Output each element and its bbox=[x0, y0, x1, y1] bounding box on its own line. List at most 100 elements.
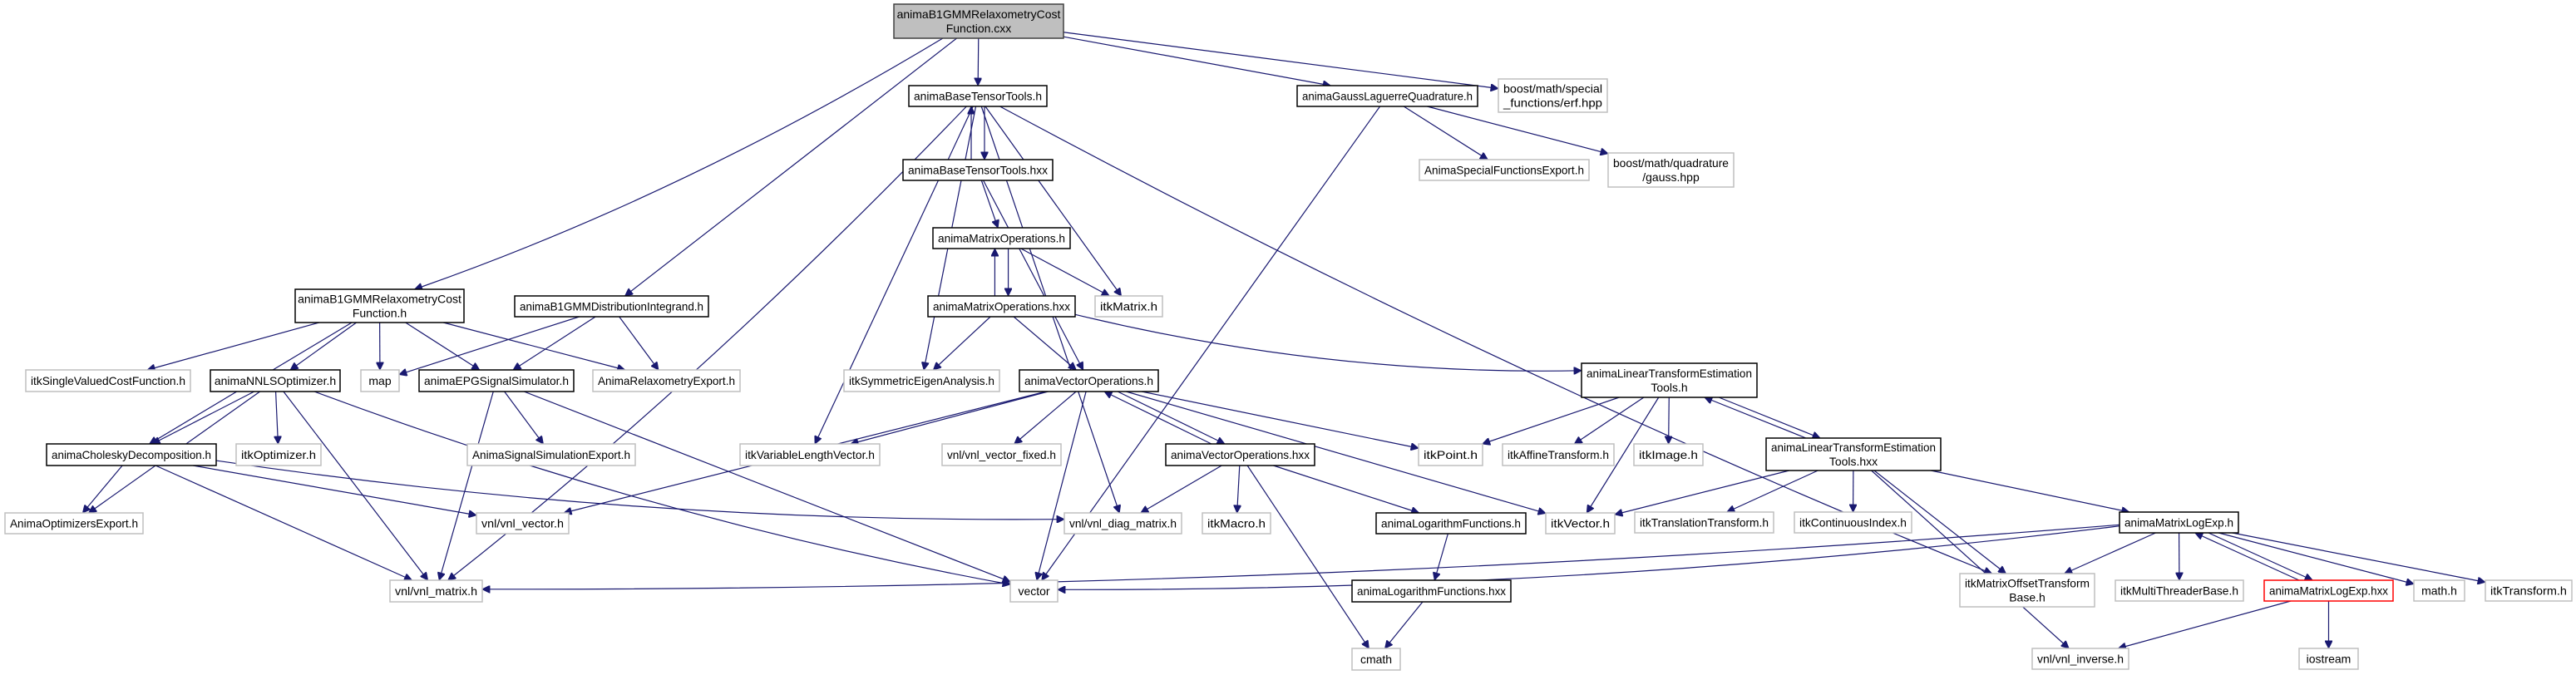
edge-epg-to-vector bbox=[524, 391, 1010, 582]
node-box bbox=[2119, 511, 2239, 534]
node-box bbox=[1165, 443, 1315, 466]
edge-root-to-costh bbox=[415, 37, 944, 289]
node-label: AnimaRelaxometryExport.h bbox=[598, 374, 735, 387]
edge-lteхxx-to-itkvector bbox=[1615, 470, 1789, 515]
node-label: animaEPGSignalSimulator.h bbox=[424, 374, 569, 387]
node-label: animaBaseTensorTools.hxx bbox=[908, 164, 1048, 177]
node-vnl-vnl-vector-fixed-h: vnl/vnl_vector_fixed.h bbox=[941, 443, 1062, 466]
node-vector: vector bbox=[1009, 579, 1059, 603]
edge-epg-to-sigsimexp bbox=[504, 391, 544, 444]
node-itkmatrix-h: itkMatrix.h bbox=[1094, 295, 1163, 318]
node-animamatrixoperations-h[interactable]: animaMatrixOperations.h bbox=[932, 227, 1071, 249]
node-label: vnl/vnl_inverse.h bbox=[2037, 653, 2124, 666]
node-box bbox=[2485, 579, 2573, 602]
node-label: Function.h bbox=[353, 307, 407, 320]
node-label: _functions/erf.hpp bbox=[1503, 96, 1602, 110]
node-box bbox=[2298, 648, 2359, 670]
node-box bbox=[4, 512, 144, 535]
edge-costh-to-epg bbox=[405, 322, 480, 370]
node-box bbox=[418, 369, 575, 392]
node-box bbox=[1202, 512, 1271, 535]
node-label: itkImage.h bbox=[1639, 448, 1698, 461]
node-layer: animaB1GMMRelaxometryCostFunction.cxxani… bbox=[4, 3, 2573, 671]
edge-root-to-btt bbox=[978, 37, 979, 86]
node-label: Tools.h bbox=[1651, 381, 1687, 394]
node-label: itkTransform.h bbox=[2490, 584, 2567, 598]
node-animab1gmmdistributionintegrand-h[interactable]: animaB1GMMDistributionIntegrand.h bbox=[514, 295, 709, 318]
edge-epg-to-vnlmatrix bbox=[439, 391, 494, 580]
edge-lte-to-itkpoint bbox=[1483, 397, 1620, 444]
edge-vecopshxx-to-vnldiag bbox=[1141, 465, 1222, 514]
node-label: animaBaseTensorTools.h bbox=[914, 90, 1042, 103]
node-box bbox=[389, 579, 483, 603]
edge-cholesky-to-optexp bbox=[82, 465, 123, 513]
node-label: boost/math/quadrature bbox=[1613, 156, 1729, 170]
edge-mlehxx-to-vnlinv bbox=[2119, 600, 2292, 648]
node-itkpoint-h: itkPoint.h bbox=[1418, 443, 1483, 466]
node-box bbox=[893, 3, 1064, 39]
node-box bbox=[932, 227, 1071, 249]
node-label: animaLinearTransformEstimation bbox=[1771, 441, 1936, 454]
node-box bbox=[1419, 159, 1590, 181]
edge-root-to-erf bbox=[1063, 32, 1498, 89]
node-vnl-vnl-inverse-h: vnl/vnl_inverse.h bbox=[2031, 648, 2129, 670]
node-animacholeskydecomposition-h[interactable]: animaCholeskyDecomposition.h bbox=[46, 443, 217, 466]
node-animannlsoptimizer-h[interactable]: animaNNLSOptimizer.h bbox=[210, 369, 341, 392]
node-label: animaLinearTransformEstimation bbox=[1587, 367, 1752, 380]
node-animaspecialfunctionsexport-h: AnimaSpecialFunctionsExport.h bbox=[1419, 159, 1590, 181]
node-label: vnl/vnl_vector.h bbox=[481, 517, 564, 530]
node-label: animaMatrixOperations.h bbox=[938, 232, 1065, 245]
node-boost-math-special-functions-erf-hpp: boost/math/special_functions/erf.hpp bbox=[1498, 78, 1608, 113]
node-label: animaB1GMMRelaxometryCost bbox=[897, 7, 1061, 21]
node-box bbox=[927, 295, 1076, 318]
node-animabasetensortools-h[interactable]: animaBaseTensorTools.h bbox=[908, 85, 1048, 107]
node-animalogarithmfunctions-hxx[interactable]: animaLogarithmFunctions.hxx bbox=[1351, 579, 1512, 603]
edge-btthxx-to-matops bbox=[980, 180, 998, 228]
node-label: boost/math/special bbox=[1503, 82, 1602, 96]
edge-lte-to-itkaffine bbox=[1574, 397, 1645, 444]
node-animamatrixlogexp-hxx[interactable]: animaMatrixLogExp.hxx bbox=[2263, 579, 2394, 602]
node-animavectoroperations-hxx[interactable]: animaVectorOperations.hxx bbox=[1165, 443, 1315, 466]
edge-costh-to-itksvcf bbox=[147, 322, 320, 370]
node-itkoptimizer-h: itkOptimizer.h bbox=[235, 443, 322, 466]
node-label: vnl/vnl_diag_matrix.h bbox=[1069, 517, 1177, 530]
node-label: map bbox=[368, 374, 391, 387]
edge-root-to-distint bbox=[625, 37, 957, 296]
node-animabasetensortools-hxx[interactable]: animaBaseTensorTools.hxx bbox=[902, 159, 1054, 181]
edge-btt-to-itkmatrix bbox=[985, 106, 1122, 296]
node-box bbox=[1765, 437, 1942, 471]
edge-nnls-to-itkopt bbox=[276, 391, 279, 444]
node-box bbox=[1794, 511, 1912, 534]
node-animavectoroperations-h[interactable]: animaVectorOperations.h bbox=[1019, 369, 1159, 392]
node-boost-math-quadrature-gauss-hpp: boost/math/quadrature/gauss.hpp bbox=[1607, 152, 1735, 188]
node-animamatrixoperations-hxx[interactable]: animaMatrixOperations.hxx bbox=[927, 295, 1076, 318]
edge-vecopshxx-to-vecops bbox=[1104, 392, 1212, 445]
edge-distint-to-relaxexp bbox=[619, 316, 659, 370]
edge-lte-to-itkimage bbox=[1669, 397, 1670, 444]
node-cmath: cmath bbox=[1351, 648, 1401, 671]
node-box bbox=[476, 512, 570, 535]
node-math-h: math.h bbox=[2413, 579, 2465, 602]
node-itkmacro-h: itkMacro.h bbox=[1202, 512, 1271, 535]
node-animamatrixlogexp-h[interactable]: animaMatrixLogExp.h bbox=[2119, 511, 2239, 534]
node-box bbox=[843, 369, 1000, 392]
node-box bbox=[1351, 579, 1512, 603]
edge-vecops-to-itkvector bbox=[1126, 391, 1546, 513]
edge-lteхxx-to-motb bbox=[1873, 470, 2006, 574]
edge-vecops-to-vnlvecfixed bbox=[1014, 391, 1077, 444]
edge-matopshxx-to-symeig bbox=[933, 316, 991, 370]
node-animalogarithmfunctions-h[interactable]: animaLogarithmFunctions.h bbox=[1375, 512, 1527, 535]
node-itksymmetriceigenanalysis-h: itkSymmetricEigenAnalysis.h bbox=[843, 369, 1000, 392]
edge-gauss_lag-to-specexp bbox=[1403, 106, 1488, 160]
edge-mle-to-vnlmatrix bbox=[482, 524, 2120, 589]
node-animagausslaguerrequadrature-h[interactable]: animaGaussLaguerreQuadrature.h bbox=[1296, 85, 1478, 107]
node-box bbox=[2115, 579, 2244, 602]
node-box bbox=[908, 85, 1048, 107]
node-animaepgsignalsimulator-h[interactable]: animaEPGSignalSimulator.h bbox=[418, 369, 575, 392]
